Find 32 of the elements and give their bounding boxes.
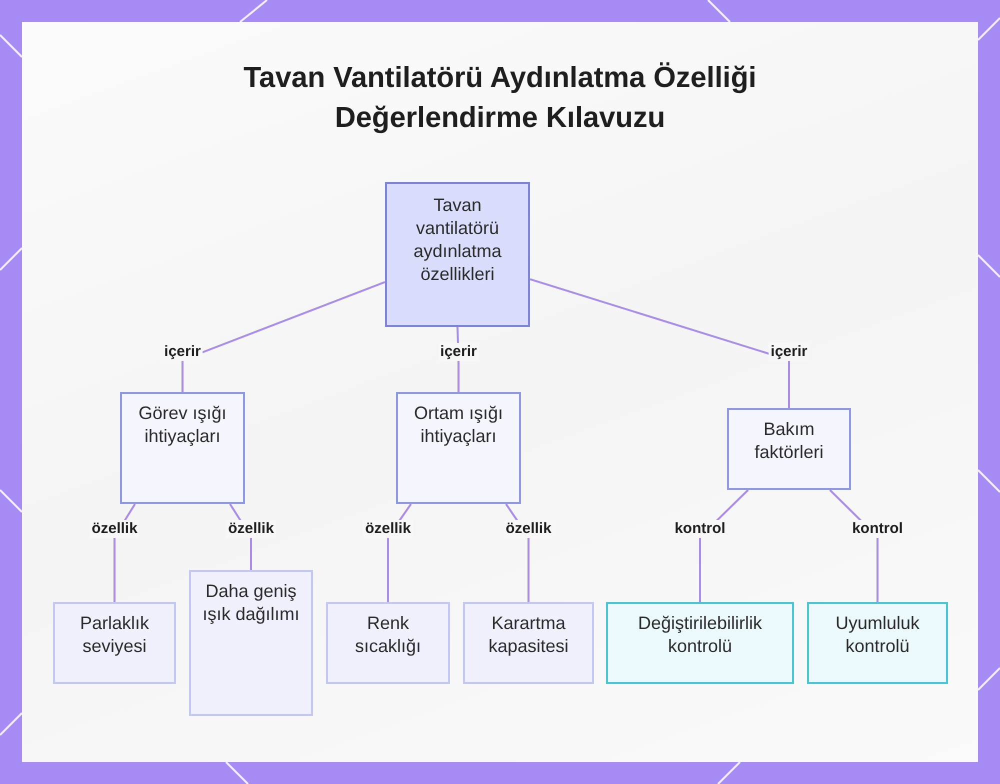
edge-label: içerir: [768, 343, 810, 361]
edge-label: içerir: [162, 343, 203, 361]
concept-box: [120, 392, 245, 504]
node-text: Tavan vantilatörü aydınlatma özellikleri: [412, 194, 503, 286]
node-text: Ortam ışığı ihtiyaçları: [414, 402, 504, 448]
concept-box: [727, 408, 851, 490]
concept-box: [807, 602, 948, 684]
node-text: Parlaklık seviyesi: [78, 612, 150, 658]
connector-line: [182, 281, 386, 392]
edge-label: kontrol: [672, 520, 728, 538]
edge-label: özellik: [363, 520, 413, 538]
node-text: Görev ışığı ihtiyaçları: [138, 402, 228, 448]
diagram-title: Tavan Vantilatörü Aydınlatma Özelliği Değerlendirme Kılavuzu: [242, 61, 758, 136]
edge-label: özellik: [504, 520, 554, 538]
connector-line: [530, 278, 790, 408]
edge-label: içerir: [438, 343, 479, 361]
node-text: Bakım faktörleri: [753, 418, 825, 464]
concept-box: [606, 602, 794, 684]
concept-box: [385, 182, 530, 327]
edge-label: özellik: [226, 520, 276, 538]
node-text: Değiştirilebilirlik kontrolü: [636, 612, 764, 658]
edge-label: kontrol: [850, 520, 905, 538]
concept-box: [396, 392, 521, 504]
edge-label: özellik: [90, 520, 140, 538]
concept-box: [189, 570, 313, 716]
concept-box: [326, 602, 450, 684]
concept-box: [463, 602, 594, 684]
node-text: Daha geniş ışık dağılımı: [201, 580, 301, 626]
node-text: Renk sıcaklığı: [354, 612, 422, 658]
node-text: Karartma kapasitesi: [487, 612, 570, 658]
concept-box: [53, 602, 176, 684]
node-text: Uyumluluk kontrolü: [834, 612, 921, 658]
